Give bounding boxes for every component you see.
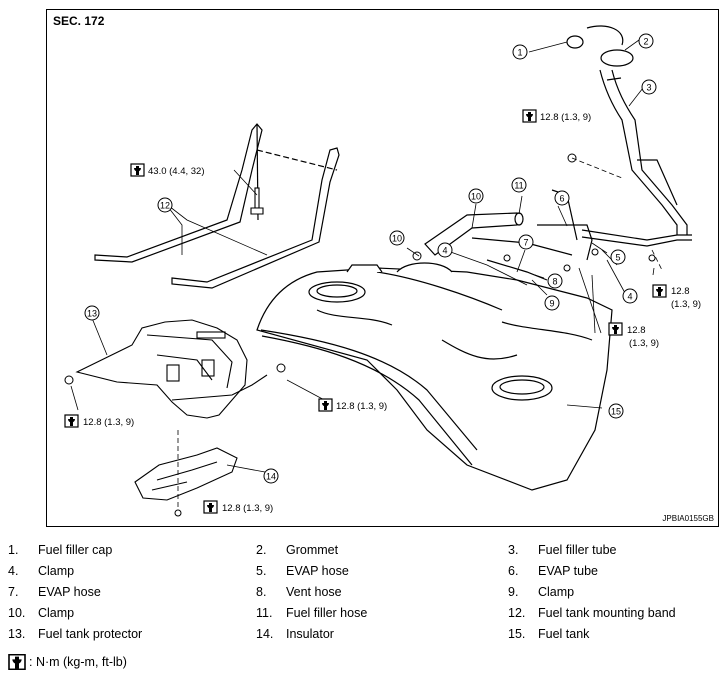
callout-5: 5 [615,253,620,263]
callout-4-left: 4 [442,246,447,256]
callout-6: 6 [559,194,564,204]
band-bolt [250,187,264,215]
filler-tube [566,25,692,247]
callout-numbers: 1 2 3 11 10 6 10 4 7 8 9 5 4 12 13 14 15 [87,37,652,482]
diagram-drawing: 1 2 3 11 10 6 10 4 7 8 9 5 4 12 13 14 15 [64,25,701,517]
callout-12: 12 [160,201,170,211]
torque-mid-bottom: (1.3, 9) [629,338,659,349]
callouts [84,33,657,484]
fuel-tank [256,262,613,491]
torque-center: 12.8 (1.3, 9) [336,401,387,412]
insulator [134,447,238,501]
callout-10-top: 10 [471,192,481,202]
bolt-lines [177,157,663,510]
callout-15: 15 [611,407,621,417]
callout-2: 2 [643,37,648,47]
torque-right-top: 12.8 [671,286,690,297]
leader-lines [70,39,655,473]
exploded-diagram: SEC. 172 [46,9,719,527]
callout-8: 8 [552,277,557,287]
torque-filler: 12.8 (1.3, 9) [540,112,591,123]
callout-11: 11 [514,181,523,191]
callout-1: 1 [517,48,522,58]
callout-9: 9 [549,299,554,309]
torque-insulator: 12.8 (1.3, 9) [222,503,273,514]
mounting-bands [94,123,340,289]
callout-4-right: 4 [627,292,632,302]
torque-mid-top: 12.8 [627,325,646,336]
hoses-and-clamps [64,153,656,517]
callout-3: 3 [646,83,651,93]
torque-band: 43.0 (4.4, 32) [148,166,205,177]
callout-14: 14 [266,472,276,482]
unit-note-text: : N·m (kg-m, ft-lb) [29,655,127,669]
unit-note: : N·m (kg-m, ft-lb) [8,654,127,670]
torque-left: 12.8 (1.3, 9) [83,417,134,428]
callout-13: 13 [87,309,97,319]
torque-wrench-icon [8,654,26,670]
torque-right-bottom: (1.3, 9) [671,299,701,310]
figure-id: JPBIA0155GB [662,514,714,523]
section-label: SEC. 172 [53,14,105,28]
callout-7: 7 [523,238,528,248]
fuel-tank-protector [75,319,268,419]
callout-10-left: 10 [392,234,402,244]
torque-labels: 12.8 (1.3, 9) 43.0 (4.4, 32) 12.8 (1.3, … [83,112,701,514]
